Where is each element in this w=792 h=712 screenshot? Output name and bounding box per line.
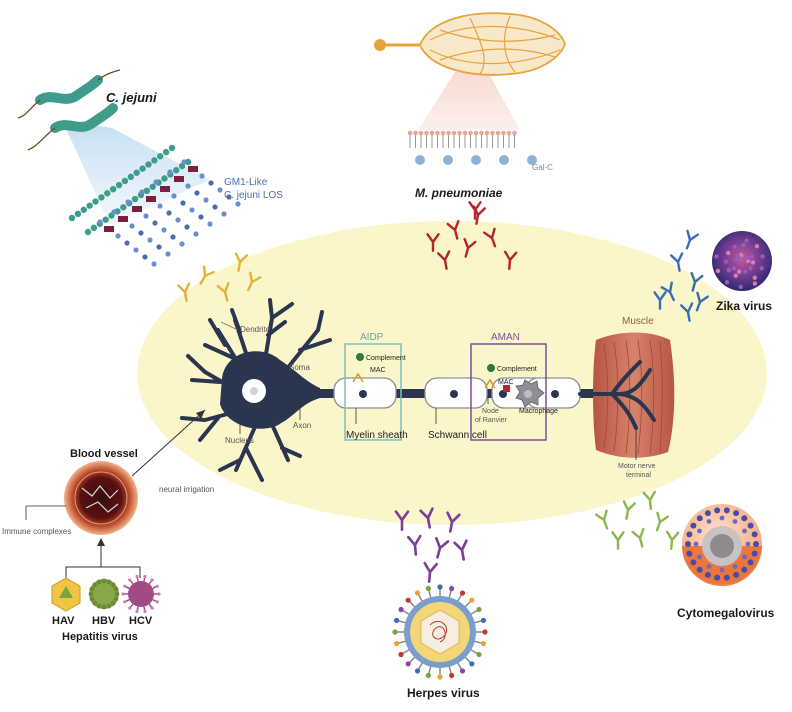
complement-label-aman: Complement <box>497 366 537 373</box>
antibody-icon <box>446 219 460 240</box>
myelin-sheath-label: Myelin sheath <box>346 430 408 441</box>
hbv-label: HBV <box>92 615 116 627</box>
hcv-virus-icon <box>128 581 154 607</box>
antibody-icon <box>622 500 636 520</box>
antibody-icon <box>453 539 468 561</box>
c-jejuni-label: C. jejuni <box>106 90 157 105</box>
motor-label-line2: terminal <box>626 472 651 479</box>
antibody-icon <box>177 282 191 302</box>
antibody-icon <box>655 511 670 532</box>
aman-label: AMAN <box>491 332 520 343</box>
m-pneumoniae-zoom-cone <box>418 72 520 130</box>
hepatitis-label: Hepatitis virus <box>62 631 138 643</box>
gal-c-label: Gal-C <box>532 163 553 172</box>
m-pneumoniae-body-icon <box>419 12 566 76</box>
antibody-icon <box>594 509 609 530</box>
c-jejuni-bacterium-icon <box>35 75 103 105</box>
zika-virus-icon <box>712 231 772 291</box>
motor-label-line1: Motor nerve <box>618 463 655 470</box>
mac-label-aidp: MAC <box>370 367 386 374</box>
muscle-label: Muscle <box>622 316 654 327</box>
antibody-icon <box>670 252 684 272</box>
m-pneumoniae-label: M. pneumoniae <box>415 186 503 200</box>
antibody-icon <box>423 561 439 583</box>
antibody-icon <box>394 510 410 531</box>
antibody-icon <box>685 229 700 250</box>
antibody-icon <box>695 291 710 312</box>
mac-attack-icon <box>503 385 510 392</box>
complement-icon <box>356 353 364 361</box>
neural-irrigation-label: neural irrigation <box>159 485 214 494</box>
antibody-icon <box>680 302 694 322</box>
dendrite-label: Dendrite <box>240 325 271 334</box>
gm1-label-line2: C. jejuni LOS <box>224 190 283 201</box>
blood-vessel-label: Blood vessel <box>70 448 138 460</box>
antibody-icon <box>406 534 422 556</box>
macrophage-icon <box>515 379 545 408</box>
cytomegalovirus-label: Cytomegalovirus <box>677 606 775 620</box>
antibody-icon <box>665 530 680 550</box>
schwann-cell-label: Schwann cell <box>428 430 487 441</box>
antibody-icon <box>446 511 461 533</box>
m-pneumoniae-group: Gal-C M. pneumoniae <box>374 12 566 200</box>
m-pneumoniae-tip-icon <box>374 39 386 51</box>
antibody-icon <box>631 527 645 548</box>
gm1-like-los-chains <box>97 159 241 267</box>
c-jejuni-bacterium-icon <box>50 103 118 133</box>
aman-box <box>470 343 547 441</box>
antibody-icon <box>503 250 518 270</box>
antibody-icon <box>463 237 477 258</box>
cytomegalovirus-group: Cytomegalovirus <box>677 504 775 620</box>
antibody-icon <box>419 507 434 529</box>
antibody-icon <box>468 201 482 221</box>
neuron-soma <box>220 351 320 429</box>
antibody-icon <box>690 271 704 292</box>
antibody-icon <box>642 490 657 510</box>
complement-label-aidp: Complement <box>366 355 406 362</box>
aidp-label: AIDP <box>360 332 384 343</box>
complement-icon <box>487 364 495 372</box>
gm1-label-line1: GM1-Like <box>224 177 268 188</box>
antibody-icon <box>247 271 262 292</box>
antibody-icon <box>482 227 497 248</box>
antibody-icon <box>216 281 230 302</box>
antibody-icon <box>435 537 450 559</box>
aidp-box <box>344 343 402 441</box>
antibody-icon <box>611 531 625 551</box>
neuron-group: Dendrite Soma Nucleus Axon AIDP Compleme… <box>180 298 675 482</box>
m-pneumoniae-membrane <box>407 130 537 165</box>
antibody-icon <box>653 291 667 311</box>
zika-label: Zika virus <box>716 299 772 313</box>
node-label-line2: of Ranvier <box>475 417 508 424</box>
c-jejuni-flagellum-icon <box>27 127 56 151</box>
antibodies-layer <box>177 201 710 583</box>
node-label-line1: Node <box>482 408 499 415</box>
muscle-icon <box>593 332 675 458</box>
mac-label-aman: MAC <box>498 379 514 386</box>
c-jejuni-flagellum-icon <box>17 99 41 119</box>
hcv-label: HCV <box>129 615 153 627</box>
antibody-icon <box>660 281 675 302</box>
soma-label: Soma <box>289 363 310 372</box>
axon-label: Axon <box>293 421 311 430</box>
antibody-icon <box>234 252 248 272</box>
blood-vessel-group: Blood vessel neural irrigation Immune co… <box>2 409 214 643</box>
herpes-label: Herpes virus <box>407 686 480 700</box>
herpes-virus-group: Herpes virus <box>392 584 488 700</box>
zika-virus-group: Zika virus <box>712 231 772 313</box>
immune-complexes-label: Immune complexes <box>2 527 71 536</box>
c-jejuni-group: C. jejuni GM1-Like C. jejuni LOS <box>17 69 283 267</box>
antibody-icon <box>199 265 215 285</box>
hav-label: HAV <box>52 615 75 627</box>
antibody-icon <box>437 250 451 270</box>
motor-nerve-terminal <box>578 360 656 430</box>
nucleus-label: Nucleus <box>225 436 254 445</box>
macrophage-label: Macrophage <box>519 408 558 415</box>
c-jejuni-flagellum-icon <box>97 69 121 81</box>
antibody-icon <box>426 233 440 253</box>
